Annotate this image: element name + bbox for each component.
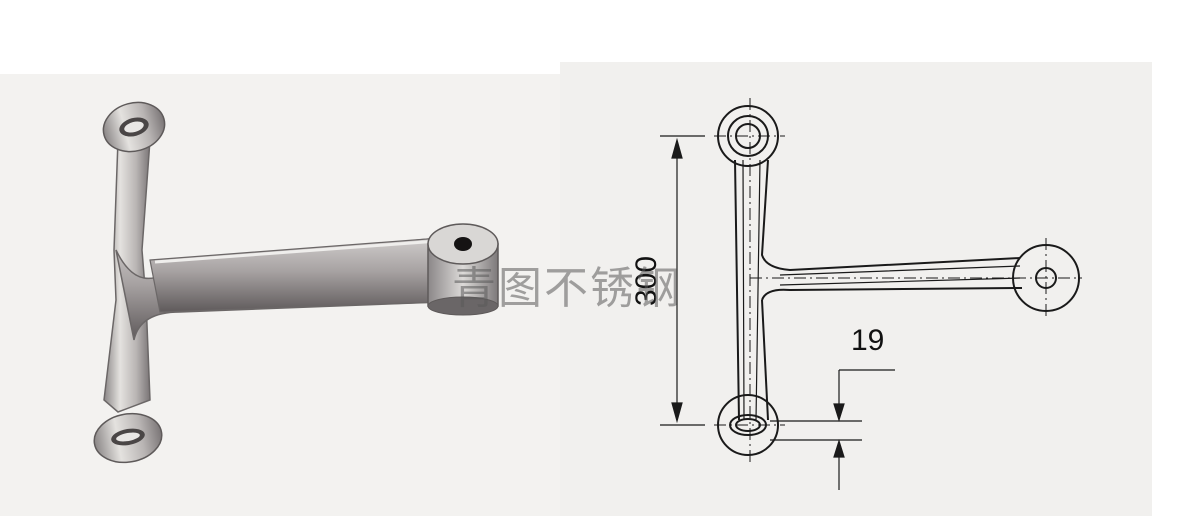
watermark-text: 青图不锈钢 — [452, 263, 682, 314]
offset-dimension-label: 19 — [851, 324, 885, 357]
